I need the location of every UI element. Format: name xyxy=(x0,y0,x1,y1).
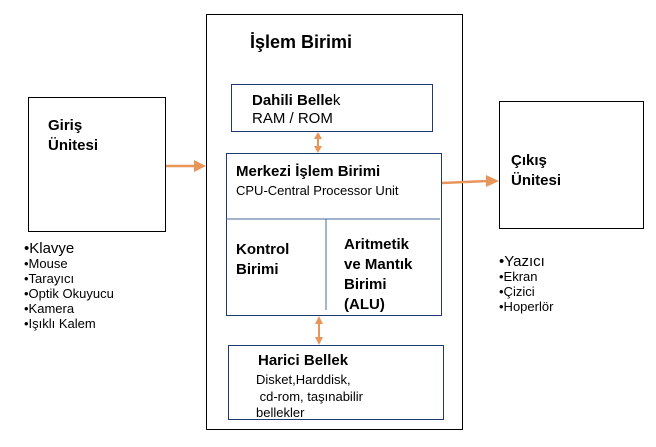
cpu-title: Merkezi İşlem Birimi xyxy=(236,163,381,180)
input-device-item: •Klavye xyxy=(24,240,75,257)
input-unit-box xyxy=(28,97,166,232)
processing-unit-title: İşlem Birimi xyxy=(250,32,353,52)
output-arrow-shaft xyxy=(441,179,489,185)
alu-line4: (ALU) xyxy=(344,296,385,313)
input-device-list: •Klavye •Mouse •Tarayıcı •Optik Okuyucu … xyxy=(24,240,114,332)
internal-memory-arrow-down-icon xyxy=(314,146,322,153)
external-memory-arrow-up-icon xyxy=(315,316,323,324)
control-unit-line1: Kontrol xyxy=(236,241,290,258)
input-arrow-icon xyxy=(194,160,206,172)
internal-memory-title: Dahili Bellek xyxy=(252,92,340,109)
external-memory-box xyxy=(228,345,444,420)
external-memory-arrow-down-icon xyxy=(315,337,323,345)
alu-line3: Birimi xyxy=(344,276,387,293)
alu-line2: ve Mantık xyxy=(344,256,413,273)
input-device-item: •Tarayıcı xyxy=(24,271,75,287)
external-memory-line3: bellekler xyxy=(256,405,305,420)
cpu-box xyxy=(226,153,442,316)
output-device-item: •Yazıcı xyxy=(499,253,545,270)
output-unit-box xyxy=(499,101,644,229)
output-unit-title-line1: Çıkış xyxy=(511,152,547,169)
input-device-item: •Işıklı Kalem xyxy=(24,316,96,331)
input-unit-title-line1: Giriş xyxy=(48,117,83,134)
output-device-item: •Çizici xyxy=(499,284,535,300)
control-unit-line2: Birimi xyxy=(236,261,279,278)
external-memory-line2: cd-rom, taşınabilir xyxy=(256,389,363,404)
internal-memory-arrow-up-icon xyxy=(314,132,322,139)
output-device-list: •Yazıcı •Ekran •Çizici •Hoperlör xyxy=(499,253,553,315)
internal-memory-title-bold: Dahili Belle xyxy=(252,92,333,109)
alu-line1: Aritmetik xyxy=(344,236,410,253)
output-device-item: •Hoperlör xyxy=(499,299,554,315)
cpu-subtitle: CPU-Central Processor Unit xyxy=(236,183,399,198)
input-device-item: •Mouse xyxy=(24,256,68,272)
external-memory-line1: Disket,Harddisk, xyxy=(256,372,351,387)
input-device-item: •Optik Okuyucu xyxy=(24,286,114,302)
internal-memory-title-tail: k xyxy=(332,92,341,109)
input-unit-title-line2: Ünitesi xyxy=(48,137,99,154)
external-memory-title: Harici Bellek xyxy=(258,352,349,369)
internal-memory-subtitle: RAM / ROM xyxy=(252,110,333,127)
output-arrow-icon xyxy=(486,175,499,187)
internal-memory-box xyxy=(231,84,433,132)
output-unit-title-line2: Ünitesi xyxy=(511,172,562,189)
input-device-item: •Kamera xyxy=(24,301,75,317)
output-device-item: •Ekran xyxy=(499,269,538,285)
